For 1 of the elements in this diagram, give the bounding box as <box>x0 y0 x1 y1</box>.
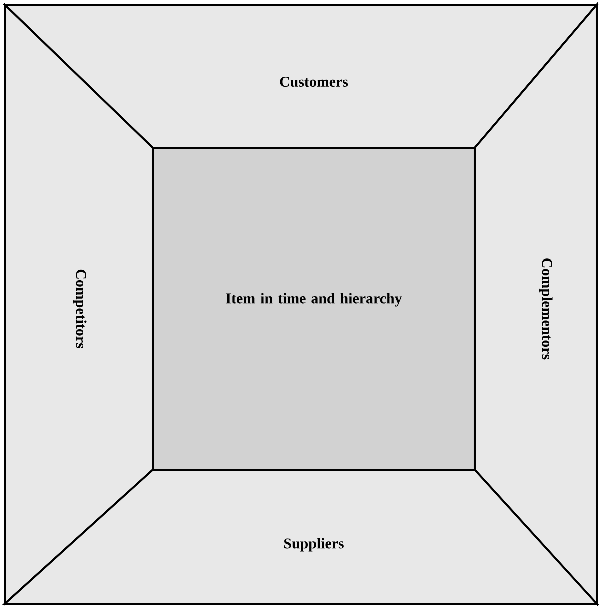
center-square: Item in time and hierarchy <box>152 147 476 471</box>
